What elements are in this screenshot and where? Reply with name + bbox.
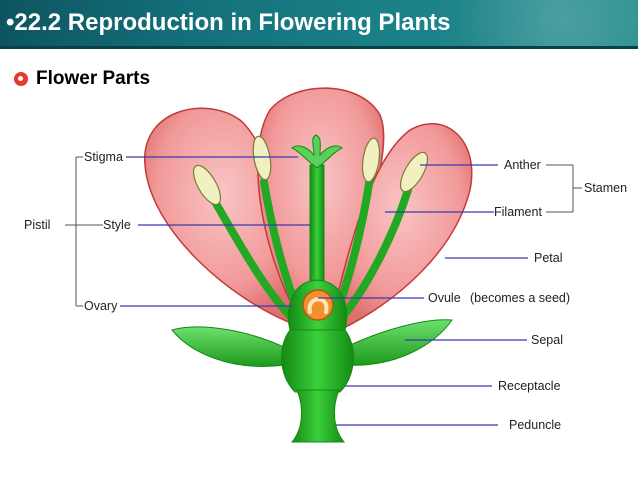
- receptacle: [281, 329, 354, 393]
- filament-4: [336, 186, 412, 324]
- ovule: [302, 289, 334, 321]
- slide-title: •22.2 Reproduction in Flowering Plants: [6, 9, 451, 36]
- title-bar-border: [0, 46, 638, 49]
- sepal-right: [339, 319, 453, 366]
- label-ovary: Ovary: [84, 299, 118, 313]
- stamen-bracket: [546, 164, 582, 213]
- anther-3: [361, 137, 381, 183]
- label-stamen: Stamen: [584, 181, 627, 195]
- title-bar: •22.2 Reproduction in Flowering Plants: [0, 0, 638, 46]
- label-sepal: Sepal: [531, 333, 563, 347]
- pistil-bracket: [65, 156, 103, 307]
- subheading: Flower Parts: [14, 68, 150, 90]
- label-filament: Filament: [494, 205, 542, 219]
- label-petal: Petal: [534, 251, 563, 265]
- anther-1: [192, 164, 222, 206]
- label-peduncle: Peduncle: [509, 418, 561, 432]
- filament-1: [210, 196, 296, 322]
- subheading-text: Flower Parts: [36, 68, 151, 89]
- anther-4: [399, 151, 429, 193]
- sepal-left: [171, 326, 291, 367]
- label-stigma: Stigma: [84, 150, 123, 164]
- label-style: Style: [103, 218, 131, 232]
- label-ovule: Ovule: [428, 291, 461, 305]
- label-ovule-note: (becomes a seed): [470, 291, 570, 305]
- label-pistil: Pistil: [24, 218, 50, 232]
- label-receptacle: Receptacle: [498, 379, 561, 393]
- peduncle: [290, 389, 346, 443]
- bullet-icon: [14, 72, 28, 86]
- label-anther: Anther: [504, 158, 541, 172]
- stigma: [290, 134, 344, 169]
- title-bar-texture: [378, 0, 638, 46]
